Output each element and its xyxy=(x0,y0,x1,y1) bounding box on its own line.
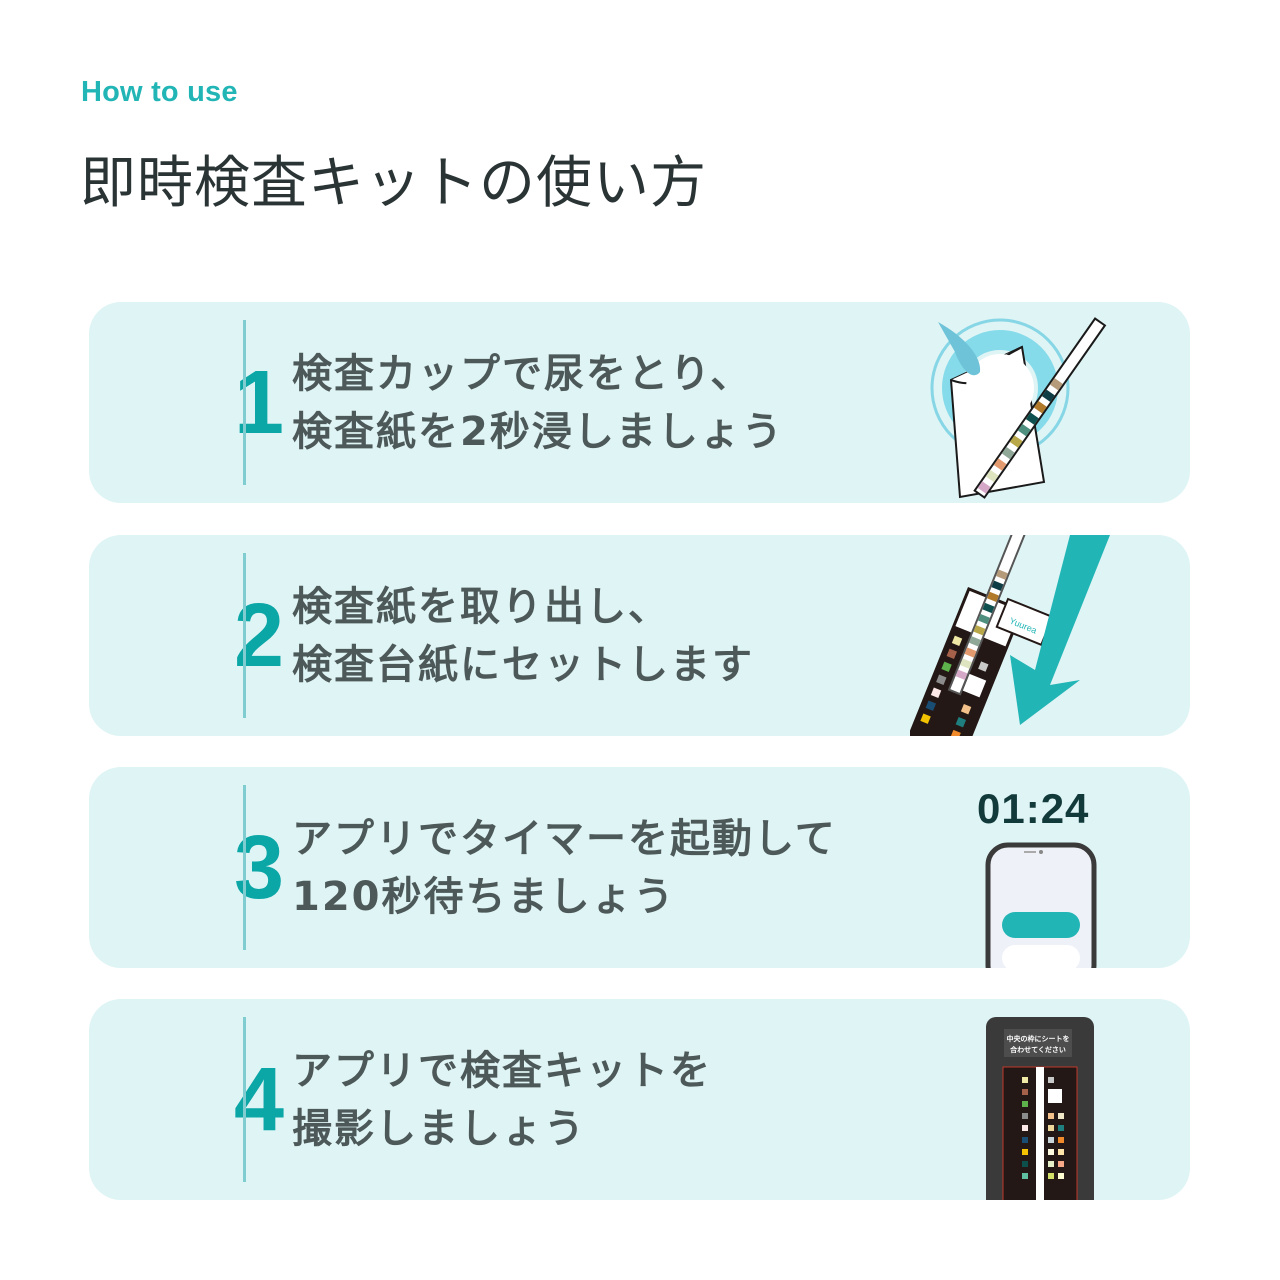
step-text: アプリでタイマーを起動して 120秒待ちましょう xyxy=(292,810,837,926)
step-card-4: 4 アプリで検査キットを 撮影しましょう 中央の枠にシートを 合わせてください xyxy=(89,999,1190,1200)
eyebrow-label: How to use xyxy=(81,76,238,108)
camera-prompt-line1: 中央の枠にシートを xyxy=(1007,1034,1070,1043)
step-text-line2: 120秒待ちましょう xyxy=(292,873,676,920)
step-text-line1: アプリで検査キットを xyxy=(292,1047,712,1094)
step-text-line2: 撮影しましょう xyxy=(292,1105,586,1152)
step-text-line1: アプリでタイマーを起動して xyxy=(292,815,837,862)
timer-start-button-graphic xyxy=(1002,912,1080,938)
step-text: 検査カップで尿をとり、 検査紙を2秒浸しましょう xyxy=(292,345,784,461)
cup-and-strip-illustration xyxy=(930,317,1107,499)
strip-into-sheet-illustration: Yuurea xyxy=(910,535,1110,736)
timer-display: 01:24 xyxy=(977,785,1090,832)
step-text: アプリで検査キットを 撮影しましょう xyxy=(292,1042,712,1158)
divider xyxy=(243,1017,246,1182)
phone-timer-illustration xyxy=(985,842,1097,968)
divider xyxy=(243,553,246,718)
step-card-2: 2 検査紙を取り出し、 検査台紙にセットします xyxy=(89,535,1190,736)
step-text: 検査紙を取り出し、 検査台紙にセットします xyxy=(292,578,754,694)
step-text-line1: 検査紙を取り出し、 xyxy=(292,583,670,630)
step-card-3: 3 アプリでタイマーを起動して 120秒待ちましょう 01:24 xyxy=(89,767,1190,968)
step-number: 3 xyxy=(233,817,285,918)
step-text-line2: 検査紙を2秒浸しましょう xyxy=(292,408,784,455)
divider xyxy=(243,320,246,485)
camera-prompt-line2: 合わせてください xyxy=(1009,1045,1066,1054)
step-text-line2: 検査台紙にセットします xyxy=(292,641,754,688)
step-text-line1: 検査カップで尿をとり、 xyxy=(292,350,753,397)
step-number: 1 xyxy=(233,352,285,453)
phone-camera-illustration: 中央の枠にシートを 合わせてください xyxy=(986,1017,1094,1200)
step-number: 2 xyxy=(233,585,285,686)
divider xyxy=(243,785,246,950)
page-title: 即時検査キットの使い方 xyxy=(80,151,707,216)
step-card-1: 1 検査カップで尿をとり、 検査紙を2秒浸しましょう xyxy=(89,302,1190,503)
step-number: 4 xyxy=(233,1049,285,1150)
